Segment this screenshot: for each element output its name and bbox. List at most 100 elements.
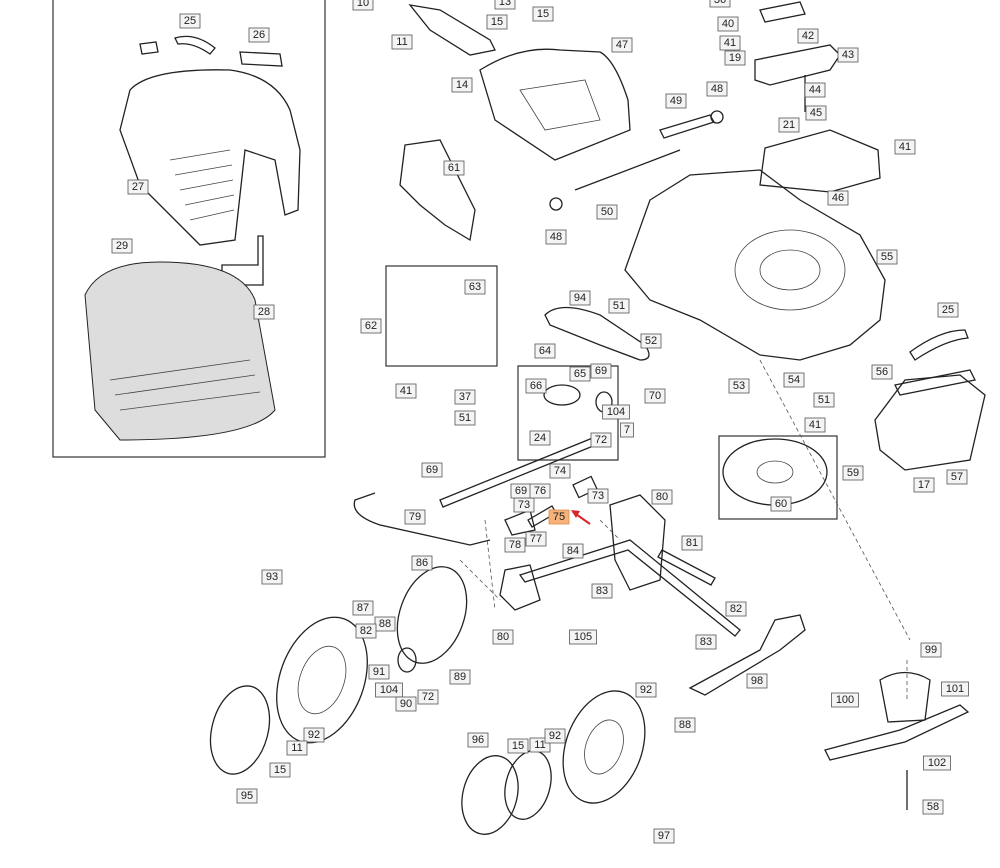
part-number: 57: [951, 471, 963, 483]
part-label: 104: [602, 404, 630, 420]
part-number: 83: [596, 585, 608, 597]
part-number: 77: [530, 533, 542, 545]
part-label: 26: [248, 27, 270, 43]
part-label: 97: [653, 828, 675, 844]
part-label: 79: [404, 509, 426, 525]
part-number: 52: [645, 335, 657, 347]
part-number: 41: [899, 141, 911, 153]
part-24: [139, 41, 159, 55]
part-number: 64: [539, 345, 551, 357]
grass-bag-panel: [52, 0, 326, 458]
part-number: 51: [818, 394, 830, 406]
part-number: 69: [515, 485, 527, 497]
part-label: 84: [562, 543, 584, 559]
part-number: 37: [459, 391, 471, 403]
blade-101: [824, 704, 970, 761]
part-label: 56: [871, 364, 893, 380]
part-label: 11: [286, 740, 308, 756]
part-number: 101: [946, 683, 964, 695]
part-label: 78: [504, 537, 526, 553]
part-number: 94: [574, 292, 586, 304]
part-number: 81: [686, 537, 698, 549]
part-number: 82: [730, 603, 742, 615]
part-label: 58: [922, 799, 944, 815]
part-label: 51: [813, 392, 835, 408]
part-56: [894, 369, 976, 396]
part-label: 44: [804, 82, 826, 98]
part-number: 29: [116, 240, 128, 252]
part-number: 41: [400, 385, 412, 397]
part-label: 41: [719, 35, 741, 51]
part-label: 52: [640, 333, 662, 349]
part-label: 62: [360, 318, 382, 334]
part-number: 44: [809, 84, 821, 96]
part-label: 27: [127, 179, 149, 195]
part-number: 69: [426, 464, 438, 476]
part-label: 49: [665, 93, 687, 109]
part-number: 65: [574, 368, 586, 380]
part-label: 100: [831, 692, 859, 708]
part-number: 73: [592, 490, 604, 502]
part-label: 61: [443, 160, 465, 176]
part-label: 92: [635, 682, 657, 698]
part-label: 87: [352, 600, 374, 616]
part-label: 11: [391, 34, 413, 50]
part-label: 69: [590, 363, 612, 379]
part-label: 76: [529, 483, 551, 499]
rear-guard-57: [874, 374, 986, 471]
part-number: 89: [454, 671, 466, 683]
group-box-59: [718, 435, 838, 520]
part-number: 105: [574, 631, 592, 643]
part-number: 53: [733, 380, 745, 392]
part-label: 25: [179, 13, 201, 29]
part-label: 102: [923, 755, 951, 771]
part-label: 105: [569, 629, 597, 645]
part-number: 15: [537, 8, 549, 20]
group-box-64: [517, 365, 619, 461]
part-number: 28: [258, 306, 270, 318]
part-number: 73: [518, 499, 530, 511]
part-label: 83: [695, 634, 717, 650]
part-number: 13: [499, 0, 511, 8]
spring-81: [657, 549, 716, 586]
part-label: 73: [587, 488, 609, 504]
part-label: 50: [596, 204, 618, 220]
part-label: 99: [920, 642, 942, 658]
part-number: 25: [942, 304, 954, 316]
part-number: 83: [700, 636, 712, 648]
part-number: 80: [497, 631, 509, 643]
part-number: 72: [595, 434, 607, 446]
part-label: 48: [706, 81, 728, 97]
part-label: 36: [709, 0, 731, 8]
part-label: 14: [451, 77, 473, 93]
part-number: 11: [534, 739, 545, 751]
part-number: 102: [928, 757, 946, 769]
part-number: 58: [927, 801, 939, 813]
part-label: 21: [778, 117, 800, 133]
part-number: 46: [832, 192, 844, 204]
part-number: 21: [783, 119, 795, 131]
handle-bracket: [408, 4, 496, 56]
part-label: 98: [746, 673, 768, 689]
part-label: 41: [804, 417, 826, 433]
part-label: 77: [525, 531, 547, 547]
part-label: 15: [507, 738, 529, 754]
part-number: 61: [448, 162, 460, 174]
part-label: 92: [544, 728, 566, 744]
part-label: 41: [894, 139, 916, 155]
part-label: 65: [569, 366, 591, 382]
part-number: 97: [658, 830, 670, 842]
part-label: 91: [368, 664, 390, 680]
part-number: 47: [616, 39, 628, 51]
part-48: [549, 197, 563, 211]
part-number: 19: [729, 52, 741, 64]
part-number: 92: [549, 730, 561, 742]
part-label: 60: [770, 496, 792, 512]
part-61: [399, 139, 476, 242]
part-number: 66: [530, 380, 542, 392]
part-label: 92: [303, 727, 325, 743]
part-number: 51: [613, 300, 625, 312]
part-number: 99: [925, 644, 937, 656]
part-label: 10: [352, 0, 374, 11]
part-number: 41: [809, 419, 821, 431]
